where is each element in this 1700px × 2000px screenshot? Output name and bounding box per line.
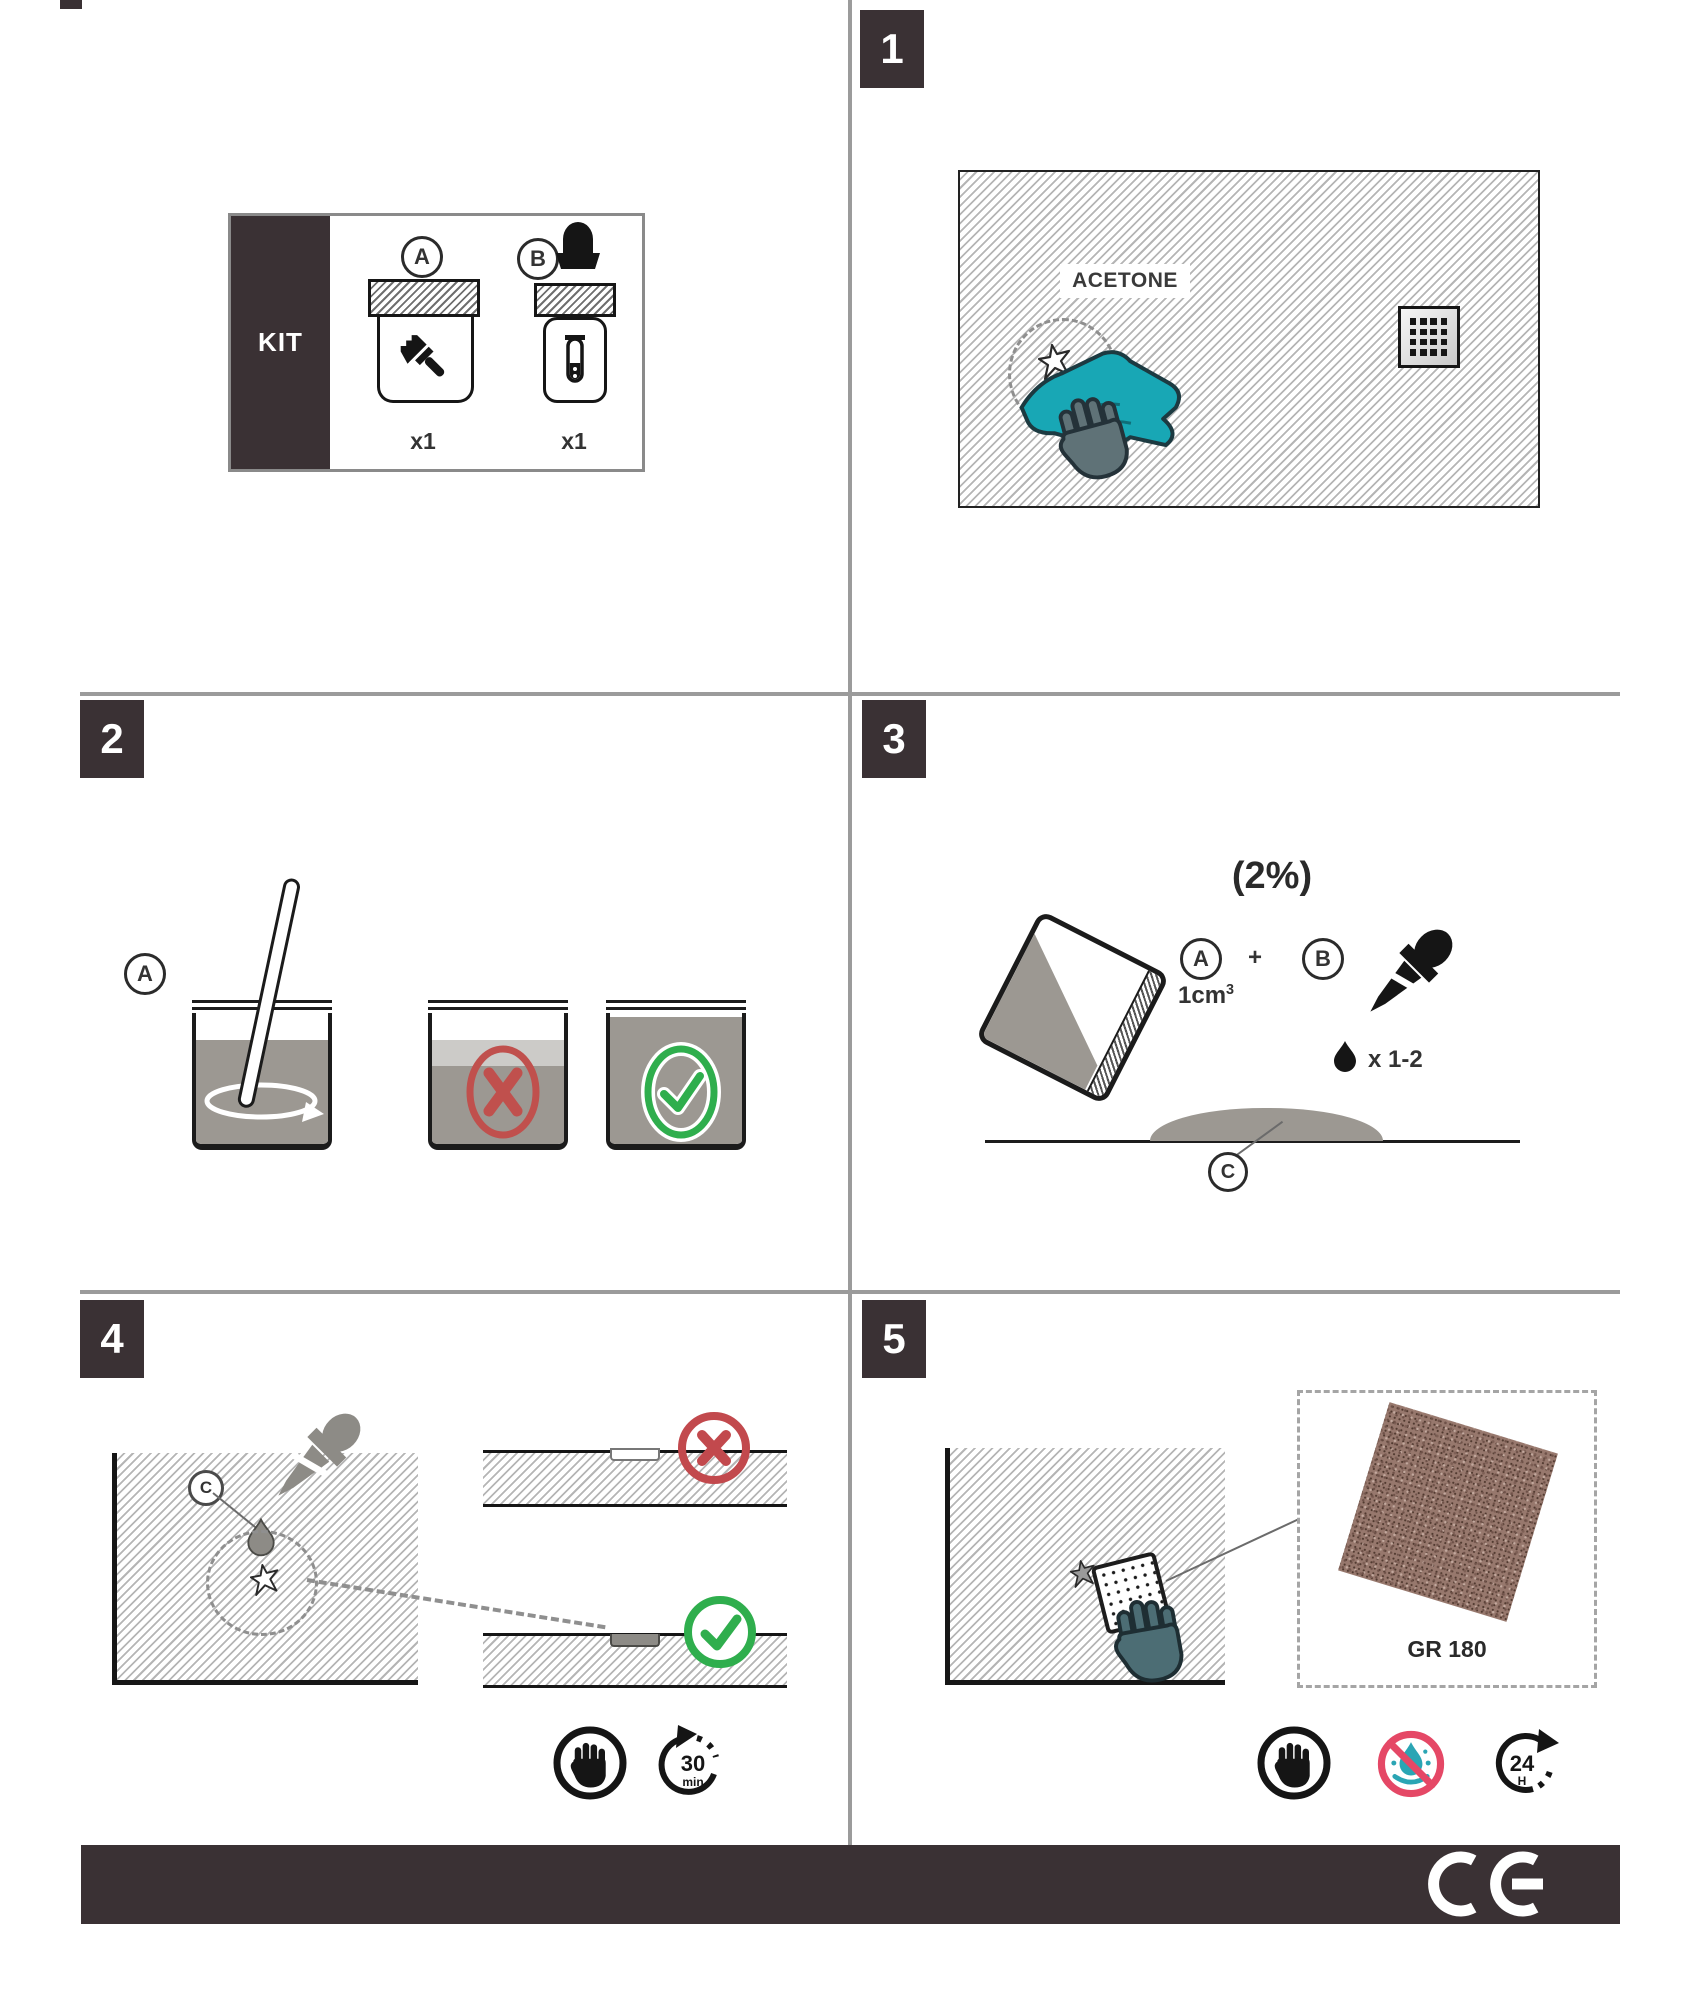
footer-bar xyxy=(81,1845,1620,1924)
jar-body xyxy=(606,1013,746,1150)
plus-sign: + xyxy=(1248,944,1263,971)
ground-line xyxy=(985,1140,1520,1143)
step-badge-5: 5 xyxy=(862,1300,926,1378)
component-b-ref: B xyxy=(517,238,559,280)
kit-label: KIT xyxy=(258,327,303,357)
scratch-icon-p4 xyxy=(250,1564,279,1596)
jar-rim xyxy=(428,1000,568,1013)
ce-mark-icon xyxy=(1428,1851,1543,1917)
no-touch-icon-p5 xyxy=(1257,1726,1331,1800)
mixture-c-letter-p4: C xyxy=(199,1478,213,1497)
acetone-text: ACETONE xyxy=(1072,269,1178,292)
component-a-ref-p3: A xyxy=(1180,938,1222,980)
ok-mark-icon xyxy=(641,1042,721,1142)
unfilled-notch xyxy=(610,1448,660,1461)
wait-30min-icon: 30 min xyxy=(658,1725,719,1795)
wait-value-30: 30 xyxy=(681,1751,705,1776)
component-a-letter: A xyxy=(414,244,430,269)
row-divider-2 xyxy=(80,1290,1620,1294)
qty-b-label: x1 xyxy=(561,428,587,454)
hand-icon-p5 xyxy=(1114,1600,1184,1683)
step-badge-4: 4 xyxy=(80,1300,144,1378)
test-tube-icon xyxy=(565,335,585,383)
filled-notch xyxy=(610,1634,660,1647)
kit-label-panel: KIT xyxy=(231,216,330,469)
component-b-letter-p3: B xyxy=(1315,946,1331,971)
brush-icon xyxy=(400,334,444,377)
cross-section-overfilled xyxy=(483,1448,787,1507)
row-divider-1 xyxy=(80,692,1620,696)
component-a-letter-p2: A xyxy=(137,961,153,986)
step-number: 3 xyxy=(882,715,906,762)
grit-label: GR 180 xyxy=(1407,1636,1487,1662)
wait-24h-icon: 24 H xyxy=(1495,1729,1559,1793)
dropper-bulb-icon xyxy=(556,222,600,269)
sachet-open-edge xyxy=(1086,970,1164,1099)
mixture-c-ref-p4: C xyxy=(188,1470,224,1506)
wait-unit-min: min xyxy=(682,1775,703,1789)
pipette-gray-icon xyxy=(278,1413,361,1496)
mixture-c-letter-p3: C xyxy=(1220,1160,1236,1183)
jar-rim xyxy=(606,1000,746,1013)
step-badge-2: 2 xyxy=(80,700,144,778)
corner-mark xyxy=(60,0,82,9)
filler-mound xyxy=(1150,1108,1383,1141)
component-b-ref-p3: B xyxy=(1302,938,1344,980)
step-badge-1: 1 xyxy=(860,10,924,88)
component-a-ref: A xyxy=(401,236,443,278)
grid-pattern xyxy=(1408,316,1450,357)
wrong-mark-icon-p4 xyxy=(678,1412,750,1484)
volume-value: 1cm xyxy=(1178,982,1227,1009)
bottle-b-body xyxy=(543,317,607,403)
wait-value-24: 24 xyxy=(1510,1751,1535,1776)
scratch-icon-p5 xyxy=(1070,1560,1095,1588)
no-touch-icon xyxy=(553,1726,627,1800)
drop-count-label: x 1-2 xyxy=(1368,1046,1423,1073)
volume-label: 1cm3 xyxy=(1178,982,1234,1010)
wait-unit-h: H xyxy=(1518,1774,1527,1788)
bottle-b-cap xyxy=(534,283,616,317)
ok-mark-icon-p4 xyxy=(684,1596,756,1668)
drain-grid-icon xyxy=(1398,306,1460,368)
scratch-icon xyxy=(1038,344,1071,380)
wrong-mark-icon xyxy=(466,1045,540,1139)
step-number: 2 xyxy=(100,715,124,762)
step-number: 5 xyxy=(882,1315,906,1362)
mixture-c-ref-p3: C xyxy=(1208,1152,1248,1192)
pipette-icon xyxy=(1370,929,1453,1012)
component-a-letter-p3: A xyxy=(1193,946,1209,971)
ratio-label: (2%) xyxy=(1231,855,1313,897)
mixing-jar-uniform xyxy=(606,1000,746,1150)
panel5-surface xyxy=(945,1448,1225,1685)
application-area-circle xyxy=(206,1530,318,1636)
stir-arrow-icon xyxy=(204,1082,324,1122)
step-badge-3: 3 xyxy=(862,700,926,778)
hand-icon xyxy=(1058,397,1129,480)
component-a-ref-p2: A xyxy=(124,953,166,995)
volume-exponent: 3 xyxy=(1226,982,1235,998)
step-number: 1 xyxy=(880,25,904,72)
drop-icon xyxy=(1334,1041,1356,1072)
vertical-divider xyxy=(848,0,852,1845)
jar-a-lid xyxy=(368,279,480,317)
jar-a-body xyxy=(377,317,474,403)
step-number: 4 xyxy=(100,1315,124,1362)
qty-a-label: x1 xyxy=(410,428,436,454)
filler-sachet-icon xyxy=(974,909,1171,1106)
no-water-icon xyxy=(1377,1730,1445,1798)
component-b-letter: B xyxy=(530,246,546,271)
acetone-label: ACETONE xyxy=(1060,264,1190,298)
